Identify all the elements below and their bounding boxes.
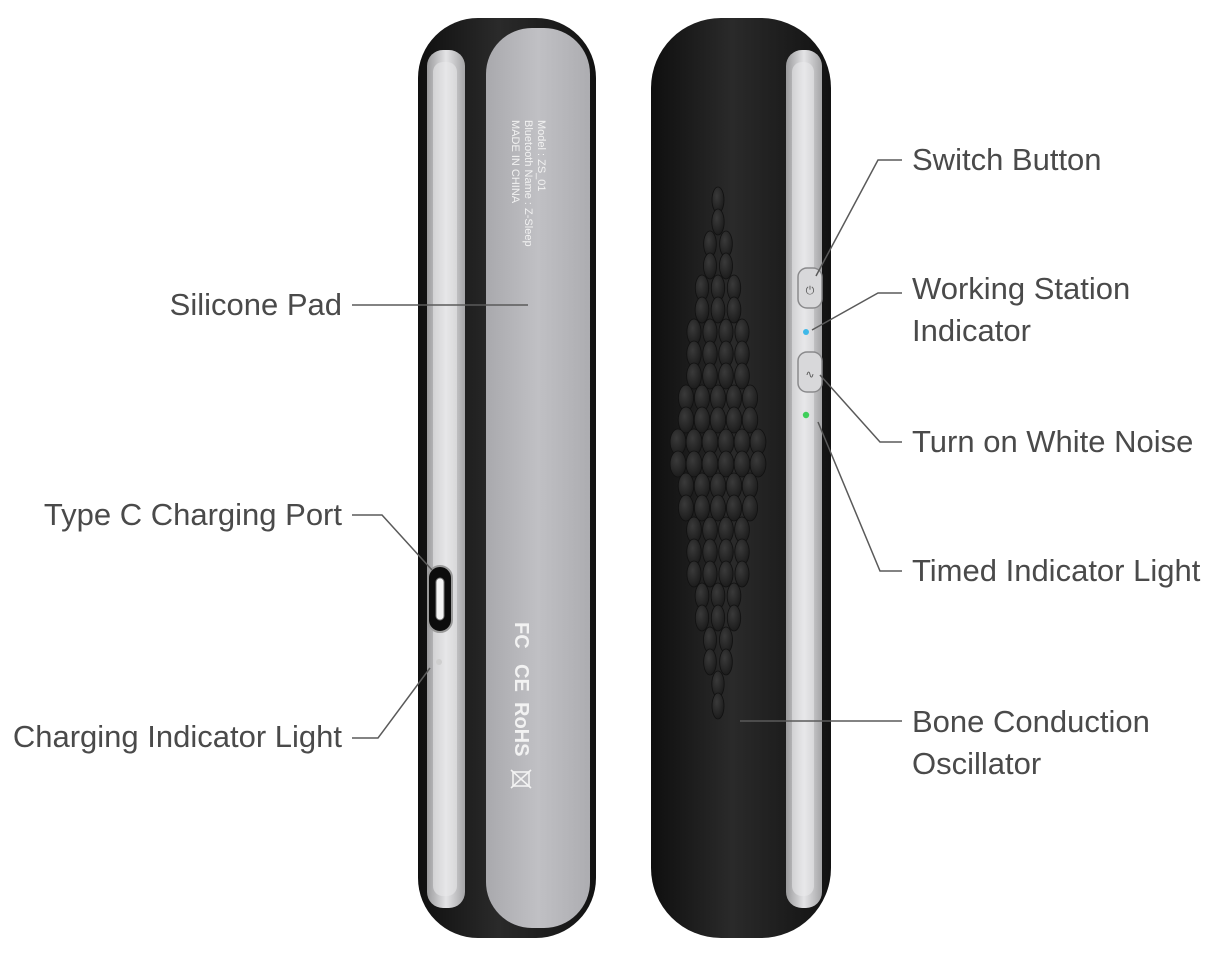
callout-bone-conduction: Bone Conduction Oscillator <box>912 704 1150 781</box>
oscillator-bump <box>710 296 726 324</box>
callout-charging-indicator: Charging Indicator Light <box>12 719 342 754</box>
oscillator-bump <box>702 560 718 588</box>
svg-text:∿: ∿ <box>805 369 814 381</box>
oscillator-bump <box>734 362 750 390</box>
oscillator-bump <box>726 296 742 324</box>
oscillator-bump <box>702 362 718 390</box>
oscillator-bump <box>719 648 733 676</box>
oscillator-bump <box>710 494 726 522</box>
silicone-pad-surface <box>486 28 590 928</box>
oscillator-bump <box>710 604 726 632</box>
callout-white-noise: Turn on White Noise <box>912 424 1194 459</box>
oscillator-bump <box>693 406 711 434</box>
fcc-mark: FC <box>510 622 532 649</box>
svg-text:Bluetooth Name : Z-Sleep: Bluetooth Name : Z-Sleep <box>522 120 534 247</box>
oscillator-bump <box>686 362 702 390</box>
oscillator-bump <box>678 494 694 522</box>
white-noise-button-icon <box>797 351 823 393</box>
oscillator-bump <box>719 252 733 280</box>
right-device: ⏻ ∿ <box>651 18 831 938</box>
leader-switch <box>815 159 902 277</box>
oscillator-bump <box>685 450 703 478</box>
weee-bin-icon <box>510 769 532 789</box>
certification-marks: FC CE RoHS <box>510 622 532 789</box>
callout-working-station: Working Station Indicator <box>912 271 1131 348</box>
oscillator-bump <box>749 450 767 478</box>
leader-type-c <box>352 514 433 571</box>
oscillator-bump <box>686 560 702 588</box>
switch-button-icon <box>797 267 823 309</box>
leader-timed <box>817 421 902 572</box>
oscillator-bump <box>709 406 727 434</box>
oscillator-bump <box>733 450 751 478</box>
charging-led-icon <box>436 659 442 665</box>
oscillator-texture <box>669 186 767 720</box>
oscillator-bump <box>725 406 743 434</box>
svg-text:MADE IN CHINA: MADE IN CHINA <box>509 120 521 204</box>
oscillator-bump <box>694 296 710 324</box>
leader-working <box>811 292 902 331</box>
callout-type-c-port: Type C Charging Port <box>43 497 342 532</box>
svg-text:⏻: ⏻ <box>806 285 815 297</box>
oscillator-bump <box>703 648 717 676</box>
svg-text:Model : ZS_01: Model : ZS_01 <box>535 120 547 192</box>
oscillator-bump <box>741 406 759 434</box>
oscillator-bump <box>734 560 750 588</box>
left-device: Model : ZS_01 Bluetooth Name : Z-Sleep M… <box>418 18 596 938</box>
callout-switch-button: Switch Button <box>912 142 1102 177</box>
oscillator-bump <box>717 450 735 478</box>
timed-led-icon <box>802 411 810 419</box>
oscillator-bump <box>669 450 687 478</box>
oscillator-bump <box>726 604 742 632</box>
oscillator-bump <box>703 252 717 280</box>
rohs-mark: RoHS <box>510 702 532 756</box>
oscillator-bump <box>742 494 758 522</box>
oscillator-bump <box>701 450 719 478</box>
callout-timed-indicator: Timed Indicator Light <box>912 553 1201 588</box>
leader-white-noise <box>819 374 902 443</box>
working-led-icon <box>803 329 809 335</box>
ce-mark: CE <box>510 664 532 692</box>
oscillator-bump <box>694 604 710 632</box>
device-model-label: Model : ZS_01 Bluetooth Name : Z-Sleep M… <box>509 120 547 247</box>
callout-silicone-pad: Silicone Pad <box>169 287 342 322</box>
oscillator-bump <box>711 692 725 720</box>
leader-charging-light <box>352 667 431 739</box>
oscillator-bump <box>726 494 742 522</box>
oscillator-bump <box>694 494 710 522</box>
oscillator-bump <box>718 560 734 588</box>
oscillator-bump <box>718 362 734 390</box>
oscillator-bump <box>711 208 725 236</box>
oscillator-bump <box>677 406 695 434</box>
leader-lines <box>352 159 902 739</box>
